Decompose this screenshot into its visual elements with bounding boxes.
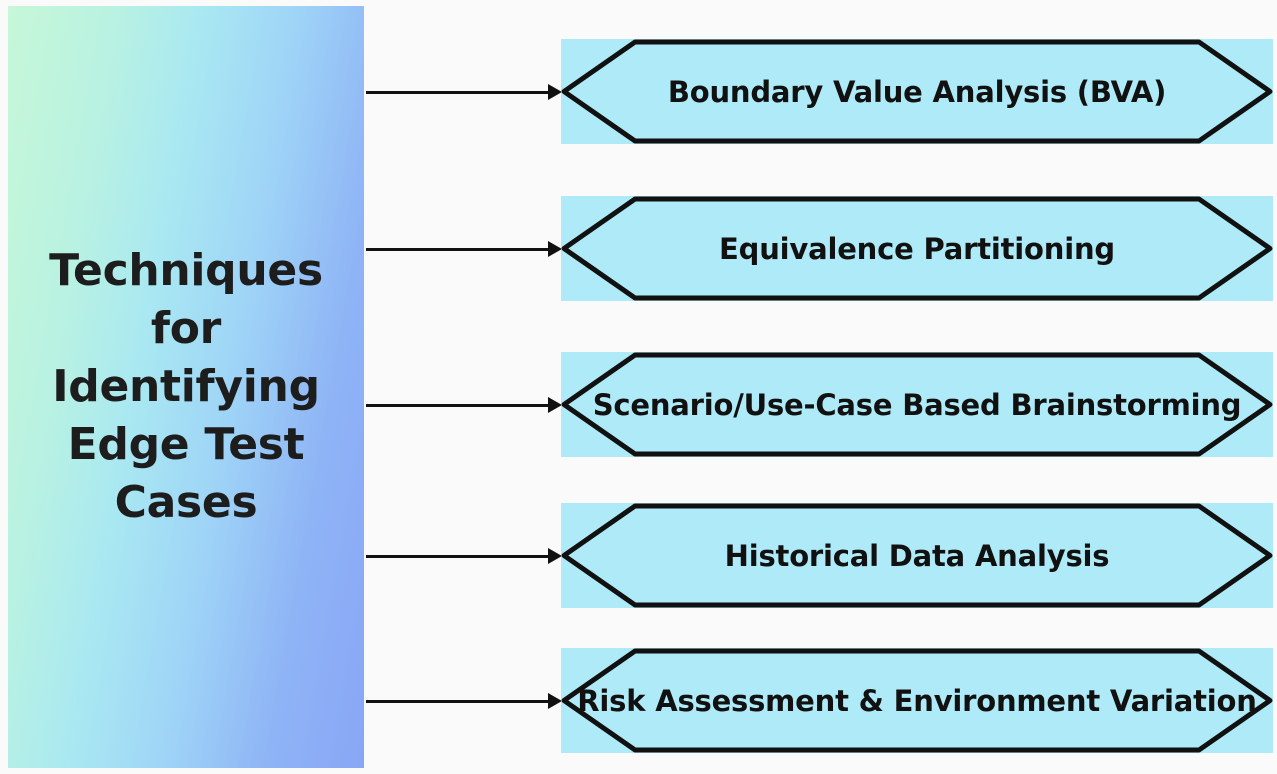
connector-arrow-2 [366,241,562,257]
hexagon-shape-icon-5 [561,648,1273,753]
connector-arrow-1 [366,84,562,100]
connector-arrow-3 [366,397,562,413]
arrowhead-icon-5 [548,693,562,709]
technique-node-label-2: Equivalence Partitioning [719,231,1115,266]
arrowhead-icon-2 [548,241,562,257]
technique-node-label-3: Scenario/Use-Case Based Brainstorming [592,387,1242,422]
connector-line-2 [366,248,549,251]
technique-node-4[interactable]: Historical Data Analysis [561,503,1273,608]
hexagon-shape-icon-3 [561,352,1273,457]
connector-line-1 [366,91,549,94]
root-node-label: Techniques for Identifying Edge Test Cas… [49,244,323,529]
connector-arrow-4 [366,548,562,564]
connector-arrow-5 [366,693,562,709]
root-node-panel[interactable]: Techniques for Identifying Edge Test Cas… [8,6,364,768]
connector-line-4 [366,555,549,558]
connector-line-5 [366,700,549,703]
technique-node-5[interactable]: Risk Assessment & Environment Variation [561,648,1273,753]
technique-node-1[interactable]: Boundary Value Analysis (BVA) [561,39,1273,144]
arrowhead-icon-3 [548,397,562,413]
technique-node-3[interactable]: Scenario/Use-Case Based Brainstorming [561,352,1273,457]
technique-node-2[interactable]: Equivalence Partitioning [561,196,1273,301]
hexagon-shape-icon-4 [561,503,1273,608]
technique-node-label-4: Historical Data Analysis [724,538,1110,573]
arrowhead-icon-4 [548,548,562,564]
hexagon-shape-icon-2 [561,196,1273,301]
arrowhead-icon-1 [548,84,562,100]
hexagon-shape-icon-1 [561,39,1273,144]
technique-node-label-1: Boundary Value Analysis (BVA) [667,74,1167,109]
technique-node-label-5: Risk Assessment & Environment Variation [577,683,1257,718]
connector-line-3 [366,404,549,407]
